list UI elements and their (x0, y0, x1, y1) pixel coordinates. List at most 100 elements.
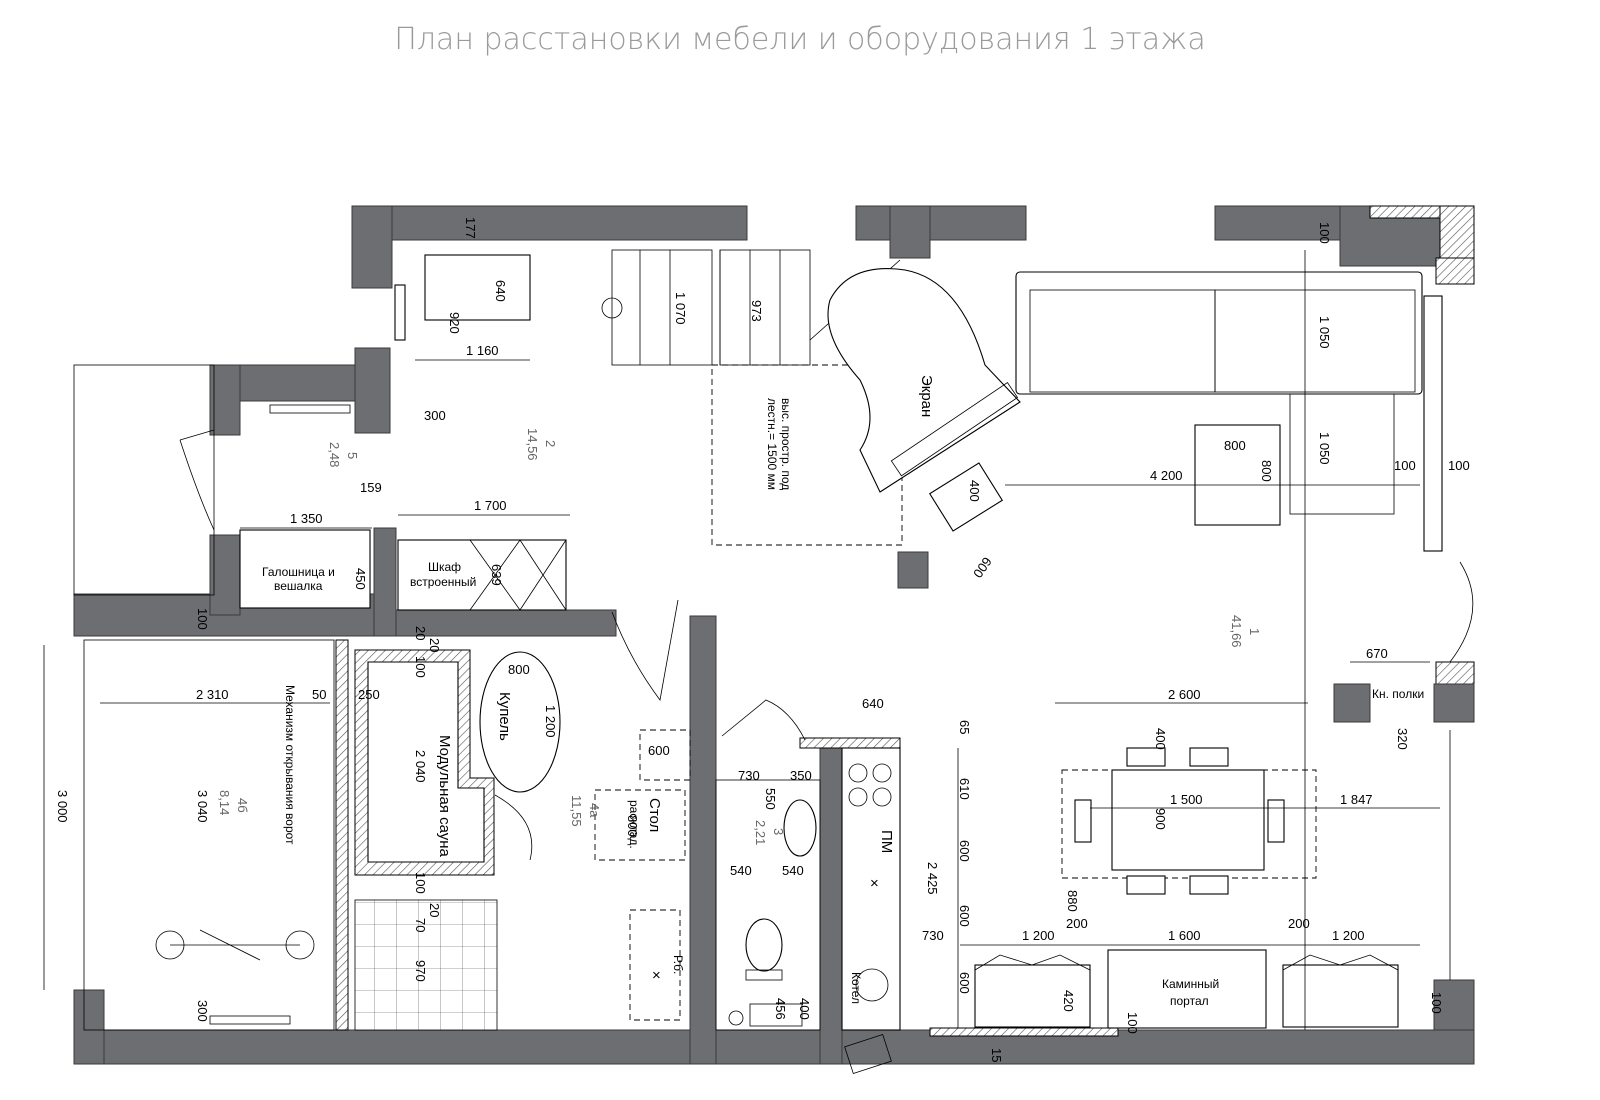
wall-int-2 (395, 609, 617, 637)
dim: 50 (312, 687, 326, 702)
dim: 1 200 (543, 705, 558, 738)
wall-galosh-left (209, 534, 241, 616)
dim: 1 160 (466, 343, 499, 358)
dim: 640 (493, 280, 508, 302)
dim: 639 (489, 564, 504, 586)
sauna-block (354, 649, 561, 1031)
dim: 2 310 (196, 687, 229, 702)
dim: 540 (782, 863, 804, 878)
dim: 800 (508, 662, 530, 677)
wall-right-pillar-1 (1435, 257, 1475, 285)
dim: 600 (957, 840, 972, 862)
stair-note-1: выс. простр. под (779, 398, 793, 490)
galosh-label-1: Галошница и (262, 565, 335, 579)
wall-kitchen-hatch (799, 737, 901, 749)
dim: 420 (1061, 990, 1076, 1012)
x-mark-2: × (652, 967, 661, 984)
dim: 70 (413, 918, 428, 932)
dim: 250 (358, 687, 380, 702)
dim: 920 (447, 312, 462, 334)
wall-top-left-stub (351, 205, 393, 289)
porch (73, 364, 215, 596)
dim: 300 (195, 1000, 210, 1022)
pm-label: ПМ (878, 830, 895, 853)
dim: 400 (967, 480, 982, 502)
wall-top-1 (351, 205, 748, 241)
wall-right-top-hatch (1439, 205, 1475, 267)
room-4b-num: 4б (235, 798, 250, 813)
dim: 600 (957, 905, 972, 927)
wardrobe-label-2: встроенный (410, 575, 476, 589)
kitchen (841, 747, 901, 1074)
dim: 800 (1224, 438, 1246, 453)
dim: 1 200 (1332, 928, 1365, 943)
dim: 1 070 (673, 292, 688, 325)
room-4a-area: 11,55 (569, 795, 584, 827)
dim: 1 050 (1317, 432, 1332, 465)
tv-console (1423, 295, 1443, 552)
wall-int-bath-right (819, 737, 843, 1065)
dim: 159 (360, 480, 382, 495)
dim: 100 (1448, 458, 1470, 473)
gate-label: Механизм открывания ворот (283, 685, 297, 845)
dim: 400 (1153, 728, 1168, 750)
dim: 400 (797, 998, 812, 1020)
room-4b-area: 8,14 (217, 790, 232, 815)
wall-entry-right (354, 347, 391, 434)
room-3-num: 3 (771, 828, 786, 835)
dim: 456 (773, 998, 788, 1020)
kotel-label: Котел (849, 972, 863, 1004)
coffee-table (1194, 424, 1281, 526)
garage (83, 639, 335, 1031)
wall-entry-left (209, 364, 241, 436)
dim: 1 700 (474, 498, 507, 513)
dim: 600 (648, 743, 670, 758)
hall-items (394, 254, 679, 701)
dim: 1 050 (1317, 316, 1332, 349)
dim: 600 (957, 972, 972, 994)
screen-label: Экран (918, 375, 935, 417)
dim: 1 600 (1168, 928, 1201, 943)
dim: 20 (427, 903, 442, 917)
room-labels: 1 41,66 2 14,56 3 2,21 4а 11,55 4б 8,14 … (217, 428, 1262, 845)
fireplace-area (974, 949, 1399, 1029)
dim: 730 (922, 928, 944, 943)
wall-top-2b (889, 205, 931, 259)
wall-right-pillar-2 (1435, 661, 1475, 685)
room-1-num: 1 (1247, 628, 1262, 635)
column (897, 551, 929, 589)
room-5-num: 5 (345, 452, 360, 459)
dim: 973 (749, 300, 764, 322)
wall-int-bath-left (689, 615, 717, 1065)
dim: 100 (1317, 222, 1332, 244)
dim: 100 (1429, 992, 1444, 1014)
doors-right (1449, 561, 1474, 980)
dim: 600 (970, 554, 995, 580)
wall-right-mid (1433, 683, 1475, 723)
sofa (1015, 271, 1443, 552)
room-4a-num: 4а (587, 803, 602, 818)
room-3-area: 2,21 (753, 820, 768, 845)
fireplace-label-2: портал (1170, 994, 1209, 1008)
dim: 200 (1288, 916, 1310, 931)
dim: 320 (1395, 728, 1410, 750)
dim: 880 (1065, 890, 1080, 912)
dim: 1 350 (290, 511, 323, 526)
furniture-labels: Экран выс. простр. под лестн.= 1500 мм Г… (262, 375, 1424, 1008)
dim: 640 (862, 696, 884, 711)
room-2-num: 2 (543, 440, 558, 447)
dim: 15 (989, 1048, 1004, 1062)
grand-piano (827, 268, 1021, 532)
dim: 970 (413, 960, 428, 982)
wardrobe-label-1: Шкаф (428, 560, 461, 574)
room-1-area: 41,66 (1229, 615, 1244, 648)
dim: 177 (463, 217, 478, 239)
wall-garage-hatch (335, 639, 349, 1031)
dim: 100 (413, 656, 428, 678)
dim: 3 040 (195, 790, 210, 823)
stair-note-2: лестн.= 1500 мм (765, 398, 779, 490)
x-mark-1: × (870, 875, 879, 892)
plan-title: План расстановки мебели и оборудования 1… (394, 22, 1206, 57)
dim: 100 (1394, 458, 1416, 473)
wall-int-1 (373, 527, 397, 637)
